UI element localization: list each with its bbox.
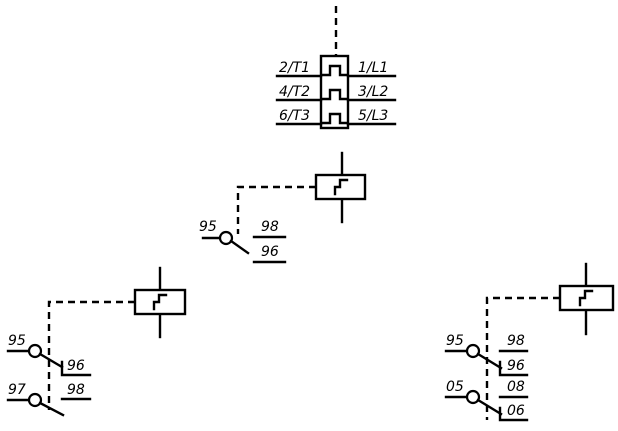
breaker-body [319, 54, 350, 130]
relay-center-terminal-bottom-label: 96 [261, 244, 279, 260]
relay-left-contact2-pivot [27, 392, 43, 408]
relay-right-contact2-terminal-bottom: 06 [507, 403, 525, 419]
relay-right-contact1-terminal-bottom-line [498, 360, 529, 377]
relay-center-terminal-top-label: 98 [261, 219, 279, 235]
relay-left: 95 96 97 98 [6, 266, 187, 417]
relay-right-contact1-pivot [465, 343, 481, 359]
relay-left-contact2-label: 97 [8, 382, 26, 398]
relay-right-contact2-label: 05 [446, 379, 464, 395]
relay-right-contact2-terminal-bottom-line [498, 406, 529, 422]
relay-right-contact2-terminal-top: 08 [507, 379, 525, 395]
thermal-breaker: 2/T1 4/T2 6/T3 1/L1 3/L2 5/L3 [275, 6, 397, 130]
label-2-t1: 2/T1 [279, 60, 310, 76]
relay-right: 95 98 96 05 08 06 [444, 262, 615, 422]
relay-left-contact1-label: 95 [8, 333, 26, 349]
relay-center: 95 98 96 [199, 151, 367, 264]
relay-right-contact1-terminal-top: 98 [507, 333, 525, 349]
label-4-t2: 4/T2 [279, 84, 310, 100]
thermal-element-3 [320, 112, 349, 125]
label-6-t3: 6/T3 [279, 108, 310, 124]
relay-center-coil-symbol [333, 178, 349, 196]
relay-center-contact-pivot [218, 230, 234, 246]
relay-left-contact1-pivot [27, 343, 43, 359]
relay-right-contact1-label: 95 [446, 333, 464, 349]
relay-left-contact1-terminal-line [60, 360, 92, 377]
relay-left-coil-symbol [152, 293, 168, 311]
relay-right-contact2-pivot [465, 389, 481, 405]
relay-right-mechanical-link [485, 296, 560, 420]
relay-left-contact1-blade [38, 352, 64, 369]
relay-right-coil [558, 284, 615, 312]
label-5-l3: 5/L3 [358, 108, 388, 124]
relay-left-contact2-blade [38, 401, 65, 417]
relay-center-contact-blade [229, 239, 250, 255]
label-3-l2: 3/L2 [358, 84, 388, 100]
relay-left-contact1-terminal: 96 [67, 358, 85, 374]
relay-right-contact1-terminal-bottom: 96 [507, 358, 525, 374]
relay-left-contact2-terminal: 98 [67, 382, 85, 398]
relay-center-mechanical-link [236, 185, 316, 234]
relay-center-contact-label: 95 [199, 219, 217, 235]
thermal-element-1 [320, 64, 349, 77]
thermal-element-2 [320, 88, 349, 101]
relay-right-contact1-blade [476, 352, 503, 370]
relay-left-mechanical-link [47, 300, 135, 410]
label-1-l1: 1/L1 [358, 60, 388, 76]
relay-right-coil-symbol [578, 289, 594, 307]
relay-right-contact2-blade [476, 398, 503, 416]
